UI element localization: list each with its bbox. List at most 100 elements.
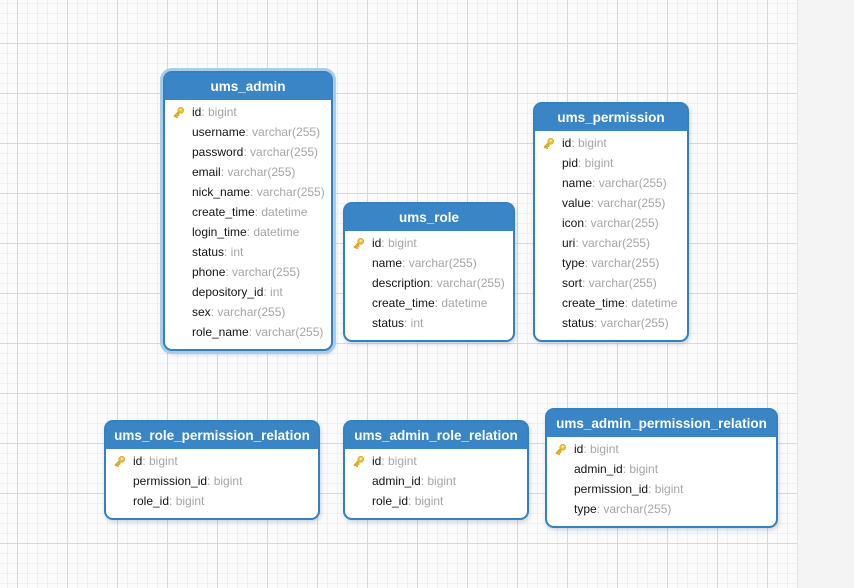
field-name: create_time bbox=[372, 296, 435, 310]
field-row-description[interactable]: description : varchar(255) bbox=[351, 273, 507, 293]
table-header[interactable]: ums_role bbox=[345, 204, 513, 231]
field-type: : varchar(255) bbox=[430, 276, 505, 290]
field-name: create_time bbox=[192, 205, 255, 219]
field-row-icon[interactable]: icon : varchar(255) bbox=[541, 213, 681, 233]
field-name: type bbox=[562, 256, 585, 270]
field-type: : varchar(255) bbox=[594, 316, 669, 330]
field-row-uri[interactable]: uri : varchar(255) bbox=[541, 233, 681, 253]
field-row-id[interactable]: id : bigint bbox=[553, 439, 770, 459]
table-ums_admin[interactable]: ums_admin id : bigint username : varchar… bbox=[163, 71, 333, 351]
table-title: ums_admin bbox=[210, 79, 286, 94]
field-name: role_id bbox=[133, 494, 170, 508]
field-name: description bbox=[372, 276, 431, 290]
field-row-admin_id[interactable]: admin_id : bigint bbox=[553, 459, 770, 479]
field-name: value bbox=[562, 196, 591, 210]
table-header[interactable]: ums_admin_role_relation bbox=[345, 422, 527, 449]
table-ums_admin_permission_relation[interactable]: ums_admin_permission_relation id : bigin… bbox=[545, 408, 778, 528]
field-type: : bigint bbox=[648, 482, 684, 496]
table-title: ums_admin_role_relation bbox=[354, 428, 518, 443]
diagram-canvas[interactable]: ums_admin id : bigint username : varchar… bbox=[0, 0, 798, 588]
table-header[interactable]: ums_permission bbox=[535, 104, 687, 131]
field-name: permission_id bbox=[133, 474, 208, 488]
field-row-type[interactable]: type : varchar(255) bbox=[541, 253, 681, 273]
field-name: id bbox=[562, 136, 572, 150]
field-name: role_name bbox=[192, 325, 249, 339]
field-row-admin_id[interactable]: admin_id : bigint bbox=[351, 471, 521, 491]
field-type: : bigint bbox=[142, 454, 178, 468]
primary-key-icon bbox=[543, 137, 554, 149]
table-header[interactable]: ums_admin bbox=[165, 73, 331, 100]
field-name: depository_id bbox=[192, 285, 264, 299]
field-row-sex[interactable]: sex : varchar(255) bbox=[171, 302, 325, 322]
field-name: username bbox=[192, 125, 246, 139]
icon-cell bbox=[351, 454, 372, 469]
primary-key-icon bbox=[353, 237, 364, 249]
field-row-password[interactable]: password : varchar(255) bbox=[171, 142, 325, 162]
field-type: : varchar(255) bbox=[584, 256, 660, 270]
field-row-pid[interactable]: pid : bigint bbox=[541, 153, 681, 173]
field-name: password bbox=[192, 145, 244, 159]
field-row-role_id[interactable]: role_id : bigint bbox=[112, 491, 312, 511]
field-row-name[interactable]: name : varchar(255) bbox=[351, 253, 507, 273]
field-row-permission_id[interactable]: permission_id : bigint bbox=[112, 471, 312, 491]
icon-cell bbox=[171, 105, 192, 120]
field-row-create_time[interactable]: create_time : datetime bbox=[541, 293, 681, 313]
field-row-login_time[interactable]: login_time : datetime bbox=[171, 222, 325, 242]
table-header[interactable]: ums_role_permission_relation bbox=[106, 422, 318, 449]
field-type: : bigint bbox=[201, 105, 237, 119]
field-row-phone[interactable]: phone : varchar(255) bbox=[171, 262, 325, 282]
field-row-type[interactable]: type : varchar(255) bbox=[553, 499, 770, 519]
primary-key-icon bbox=[353, 455, 364, 467]
field-name: role_id bbox=[372, 494, 409, 508]
icon-cell bbox=[351, 236, 372, 251]
field-row-create_time[interactable]: create_time : datetime bbox=[171, 202, 325, 222]
table-ums_role[interactable]: ums_role id : bigint name : varchar(255)… bbox=[343, 202, 515, 342]
field-type: : bigint bbox=[420, 474, 457, 488]
field-row-sort[interactable]: sort : varchar(255) bbox=[541, 273, 681, 293]
field-type: : varchar(255) bbox=[582, 276, 657, 290]
field-row-id[interactable]: id : bigint bbox=[351, 451, 521, 471]
field-row-id[interactable]: id : bigint bbox=[351, 233, 507, 253]
table-title: ums_admin_permission_relation bbox=[556, 416, 767, 431]
field-row-role_name[interactable]: role_name : varchar(255) bbox=[171, 322, 325, 342]
field-row-status[interactable]: status : int bbox=[171, 242, 325, 262]
field-row-id[interactable]: id : bigint bbox=[541, 133, 681, 153]
field-type: : varchar(255) bbox=[225, 265, 301, 279]
field-row-username[interactable]: username : varchar(255) bbox=[171, 122, 325, 142]
field-type: : int bbox=[404, 316, 424, 330]
primary-key-icon bbox=[173, 106, 184, 118]
field-type: : bigint bbox=[571, 136, 607, 150]
field-row-permission_id[interactable]: permission_id : bigint bbox=[553, 479, 770, 499]
field-row-name[interactable]: name : varchar(255) bbox=[541, 173, 681, 193]
field-name: id bbox=[372, 236, 382, 250]
field-row-id[interactable]: id : bigint bbox=[112, 451, 312, 471]
field-name: type bbox=[574, 502, 597, 516]
field-type: : datetime bbox=[434, 296, 488, 310]
field-row-depository_id[interactable]: depository_id : int bbox=[171, 282, 325, 302]
table-ums_admin_role_relation[interactable]: ums_admin_role_relation id : bigint admi… bbox=[343, 420, 529, 520]
field-row-nick_name[interactable]: nick_name : varchar(255) bbox=[171, 182, 325, 202]
field-name: uri bbox=[562, 236, 576, 250]
icon-cell bbox=[112, 454, 133, 469]
table-ums_role_permission_relation[interactable]: ums_role_permission_relation id : bigint… bbox=[104, 420, 320, 520]
field-name: login_time bbox=[192, 225, 247, 239]
field-type: : bigint bbox=[381, 236, 417, 250]
field-name: sort bbox=[562, 276, 583, 290]
table-body: id : bigint name : varchar(255) descript… bbox=[345, 231, 513, 340]
field-type: : int bbox=[224, 245, 244, 259]
field-row-role_id[interactable]: role_id : bigint bbox=[351, 491, 521, 511]
field-row-status[interactable]: status : int bbox=[351, 313, 507, 333]
field-row-value[interactable]: value : varchar(255) bbox=[541, 193, 681, 213]
field-type: : varchar(255) bbox=[575, 236, 651, 250]
field-row-status[interactable]: status : varchar(255) bbox=[541, 313, 681, 333]
field-row-id[interactable]: id : bigint bbox=[171, 102, 325, 122]
field-name: email bbox=[192, 165, 221, 179]
field-row-email[interactable]: email : varchar(255) bbox=[171, 162, 325, 182]
table-header[interactable]: ums_admin_permission_relation bbox=[547, 410, 776, 437]
field-type: : datetime bbox=[246, 225, 300, 239]
field-row-create_time[interactable]: create_time : datetime bbox=[351, 293, 507, 313]
field-name: admin_id bbox=[372, 474, 421, 488]
field-type: : varchar(255) bbox=[248, 325, 324, 339]
field-type: : bigint bbox=[381, 454, 417, 468]
table-ums_permission[interactable]: ums_permission id : bigint pid : bigint … bbox=[533, 102, 689, 342]
